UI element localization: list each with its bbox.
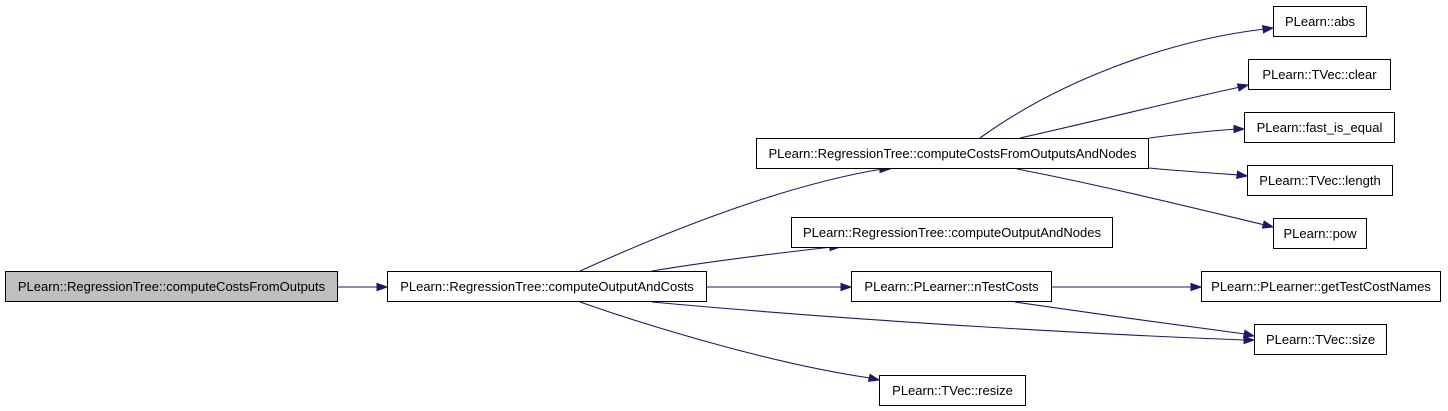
edge-computeoutputandcosts-to-resize [579,301,881,382]
node-length[interactable]: PLearn::TVec::length [1247,165,1393,196]
node-size[interactable]: PLearn::TVec::size [1254,324,1387,355]
edge-computecostsfromoutputsandnodes-to-length [1148,167,1249,179]
node-computeoutputandcosts[interactable]: PLearn::RegressionTree::computeOutputAnd… [387,271,707,302]
node-pow[interactable]: PLearn::pow [1273,218,1367,249]
node-computeoutputandnodes[interactable]: PLearn::RegressionTree::computeOutputAnd… [791,217,1113,248]
node-computecostsfromoutputsandnodes[interactable]: PLearn::RegressionTree::computeCostsFrom… [756,138,1149,169]
node-resize[interactable]: PLearn::TVec::resize [879,375,1026,406]
edge-ntestcosts-to-gettestcostnames [1052,282,1203,292]
edge-computeoutputandcosts-to-ntestcosts [707,282,853,292]
node-computecostsfromoutputs: PLearn::RegressionTree::computeCostsFrom… [5,271,338,302]
edge-root-to-computeoutputandcosts [338,282,389,292]
node-ntestcosts[interactable]: PLearn::PLearner::nTestCosts [851,271,1052,302]
node-gettestcostnames[interactable]: PLearn::PLearner::getTestCostNames [1201,271,1441,302]
edge-computecostsfromoutputsandnodes-to-fast_is_equal [1148,124,1246,139]
node-fast-is-equal[interactable]: PLearn::fast_is_equal [1244,112,1395,143]
edge-computecostsfromoutputsandnodes-to-abs [979,25,1275,139]
node-clear[interactable]: PLearn::TVec::clear [1248,59,1391,90]
edge-computecostsfromoutputsandnodes-to-pow [1016,168,1275,229]
node-abs[interactable]: PLearn::abs [1273,6,1367,37]
edge-ntestcosts-to-size [1014,301,1256,338]
edge-computeoutputandcosts-to-size [651,301,1256,345]
edge-computecostsfromoutputsandnodes-to-clear [1019,83,1250,139]
